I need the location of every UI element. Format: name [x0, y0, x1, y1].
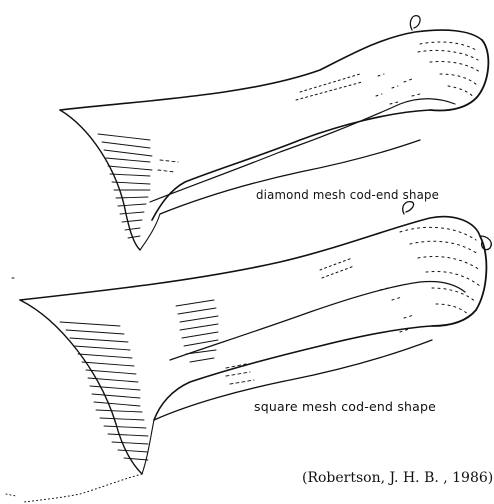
diamond-bulb-stipple	[296, 42, 480, 104]
diamond-wing-lower-edge	[60, 110, 140, 250]
stray-mark-bottom-left	[6, 494, 16, 496]
square-wing-hatching	[60, 300, 254, 460]
square-mesh-codend-drawing	[20, 202, 491, 502]
square-mesh-label: square mesh cod-end shape	[254, 399, 436, 414]
square-net-upper-edge	[20, 217, 480, 300]
diamond-wing-inner-edge	[140, 214, 160, 250]
diamond-codend-tie	[410, 16, 420, 30]
diamond-net-inner-line	[150, 99, 455, 202]
citation: (Robertson, J. H. B. , 1986)	[302, 470, 493, 486]
square-wing-trailing-edge	[24, 474, 142, 502]
square-net-inner-line	[170, 281, 465, 360]
square-codend-tie-top	[403, 202, 414, 214]
diamond-mesh-codend-drawing	[60, 16, 488, 250]
diamond-net-lower-edge	[152, 110, 430, 220]
diamond-net-upper-edge	[60, 30, 482, 110]
diamond-mesh-label: diamond mesh cod-end shape	[256, 188, 439, 202]
square-bulb-stipple	[320, 227, 480, 332]
square-wing-lower-edge	[20, 300, 142, 474]
diamond-wing-hatching	[98, 134, 178, 238]
square-codend-bulb-end	[432, 236, 486, 326]
